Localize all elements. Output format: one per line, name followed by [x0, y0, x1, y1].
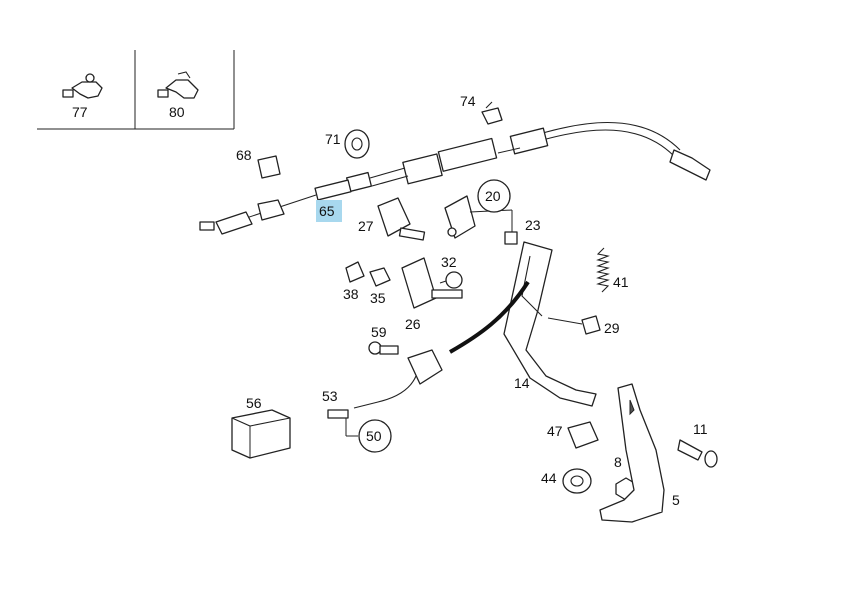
inset-box: 77 80 [37, 50, 235, 130]
part-11 [677, 439, 718, 468]
cable-end-fitting [199, 211, 253, 235]
part-20 [444, 179, 513, 239]
part-27 [377, 197, 426, 241]
arrow-curve [449, 280, 530, 354]
part-41 [596, 247, 610, 293]
label-44: 44 [541, 470, 557, 486]
label-77: 77 [72, 104, 88, 120]
label-35: 35 [370, 290, 386, 306]
part-35 [369, 267, 391, 287]
part-38 [345, 261, 365, 283]
label-8: 8 [614, 454, 622, 470]
clip-77 [62, 73, 103, 99]
label-53: 53 [322, 388, 338, 404]
part-5 [599, 383, 665, 523]
label-47: 47 [547, 423, 563, 439]
part-74 [481, 101, 503, 125]
label-71: 71 [325, 131, 341, 147]
part-44 [562, 468, 592, 494]
label-41: 41 [613, 274, 629, 290]
label-32: 32 [441, 254, 457, 270]
label-38: 38 [343, 286, 359, 302]
part-59 [368, 341, 399, 355]
part-68 [257, 155, 285, 221]
label-11: 11 [693, 421, 708, 437]
label-65-highlight [316, 200, 342, 222]
part-71 [344, 129, 370, 159]
clip-80 [157, 71, 199, 99]
label-74: 74 [460, 93, 476, 109]
label-68: 68 [236, 147, 252, 163]
label-20: 20 [485, 188, 501, 204]
label-56: 56 [246, 395, 262, 411]
label-80: 80 [169, 104, 185, 120]
label-65: 65 [319, 203, 335, 219]
label-26: 26 [405, 316, 421, 332]
part-23 [504, 231, 518, 245]
part-56 [231, 409, 291, 459]
part-47 [567, 421, 599, 449]
label-14: 14 [514, 375, 530, 391]
part-switch-wire [327, 349, 443, 453]
label-27: 27 [358, 218, 374, 234]
part-32 [439, 271, 463, 289]
label-50: 50 [366, 428, 382, 444]
label-59: 59 [371, 324, 387, 340]
part-26 [401, 257, 463, 309]
label-23: 23 [525, 217, 541, 233]
throttle-cable [221, 121, 711, 227]
part-29 [581, 315, 601, 335]
label-5: 5 [672, 492, 680, 508]
label-29: 29 [604, 320, 620, 336]
